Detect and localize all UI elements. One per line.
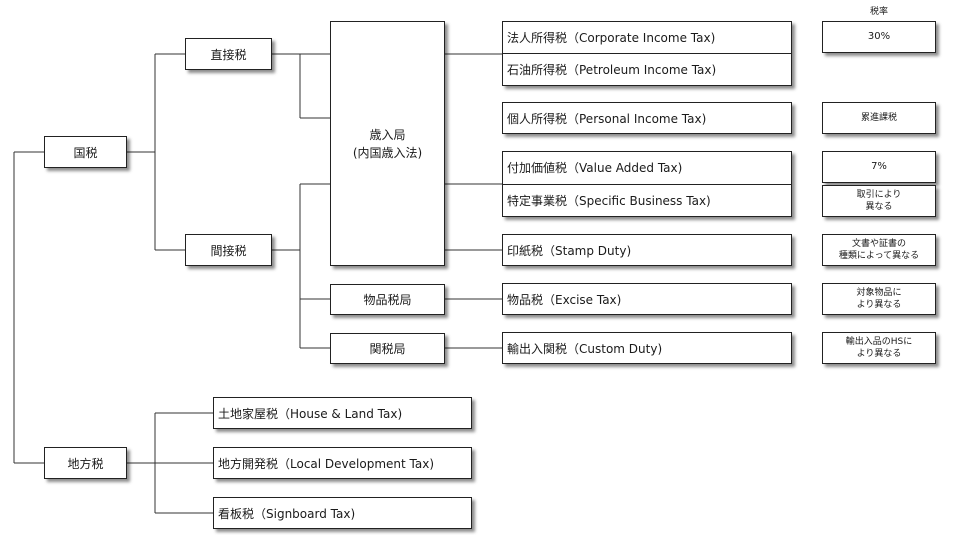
corporate-income-tax-label: 法人所得税（Corporate Income Tax) bbox=[507, 30, 716, 45]
national-tax-box: 国税 bbox=[44, 136, 127, 168]
rate-customs-value: 輸出入品のHSに より異なる bbox=[845, 336, 913, 359]
customs-department-box: 関税局 bbox=[330, 333, 445, 364]
personal-income-tax-item: 個人所得税（Personal Income Tax) bbox=[502, 102, 792, 134]
rate-header: 税率 bbox=[869, 7, 888, 17]
revenue-department-name: 歳入局 bbox=[369, 127, 406, 142]
petroleum-income-tax-label: 石油所得税（Petroleum Income Tax) bbox=[507, 62, 717, 77]
local-development-tax-label: 地方開発税（Local Development Tax) bbox=[218, 456, 434, 471]
rate-stamp-value: 文書や証書の 種類によって異なる bbox=[838, 238, 920, 261]
excise-department-label: 物品税局 bbox=[363, 293, 412, 307]
direct-tax-label: 直接税 bbox=[210, 47, 247, 62]
stamp-duty-label: 印紙税（Stamp Duty) bbox=[507, 243, 632, 258]
rate-corporate: 30% bbox=[822, 21, 936, 53]
local-tax-box: 地方税 bbox=[44, 447, 127, 479]
vat-item: 付加価値税（Value Added Tax) bbox=[503, 152, 791, 185]
local-development-tax-item: 地方開発税（Local Development Tax) bbox=[213, 447, 472, 479]
rate-stamp: 文書や証書の 種類によって異なる bbox=[822, 234, 936, 266]
house-land-tax-label: 土地家屋税（House & Land Tax) bbox=[218, 406, 403, 421]
excise-tax-item: 物品税（Excise Tax) bbox=[502, 283, 792, 315]
indirect-tax-box: 間接税 bbox=[185, 234, 272, 266]
excise-tax-label: 物品税（Excise Tax) bbox=[507, 292, 622, 307]
corporate-income-tax-item: 法人所得税（Corporate Income Tax) bbox=[503, 22, 791, 54]
national-tax-label: 国税 bbox=[73, 145, 98, 160]
excise-department-box: 物品税局 bbox=[330, 284, 445, 315]
rate-personal-value: 累進課税 bbox=[860, 112, 897, 123]
rate-corporate-value: 30% bbox=[867, 31, 891, 43]
vat-label: 付加価値税（Value Added Tax) bbox=[507, 161, 683, 176]
custom-duty-item: 輸出入関税（Custom Duty) bbox=[502, 332, 792, 364]
petroleum-income-tax-item: 石油所得税（Petroleum Income Tax) bbox=[503, 54, 791, 85]
business-tax-group: 付加価値税（Value Added Tax) 特定事業税（Specific Bu… bbox=[502, 151, 792, 217]
rate-specific-business-value: 取引により 異なる bbox=[856, 189, 902, 212]
specific-business-tax-label: 特定事業税（Specific Business Tax) bbox=[507, 193, 711, 208]
specific-business-tax-item: 特定事業税（Specific Business Tax) bbox=[503, 185, 791, 217]
signboard-tax-item: 看板税（Signboard Tax) bbox=[213, 497, 472, 529]
revenue-department-box: 歳入局 (内国歳入法) bbox=[330, 21, 445, 266]
rate-customs: 輸出入品のHSに より異なる bbox=[822, 332, 936, 364]
rate-vat-value: 7% bbox=[871, 161, 887, 173]
custom-duty-label: 輸出入関税（Custom Duty) bbox=[507, 341, 663, 356]
revenue-code-label: (内国歳入法) bbox=[352, 145, 423, 160]
local-tax-label: 地方税 bbox=[67, 456, 104, 471]
income-tax-group: 法人所得税（Corporate Income Tax) 石油所得税（Petrol… bbox=[502, 21, 792, 86]
signboard-tax-label: 看板税（Signboard Tax) bbox=[218, 506, 356, 521]
direct-tax-box: 直接税 bbox=[185, 38, 272, 70]
rate-excise: 対象物品に より異なる bbox=[822, 283, 936, 315]
house-land-tax-item: 土地家屋税（House & Land Tax) bbox=[213, 397, 472, 429]
rate-specific-business: 取引により 異なる bbox=[822, 185, 936, 217]
rate-personal: 累進課税 bbox=[822, 102, 936, 134]
rate-excise-value: 対象物品に より異なる bbox=[856, 287, 902, 310]
indirect-tax-label: 間接税 bbox=[210, 243, 247, 258]
stamp-duty-item: 印紙税（Stamp Duty) bbox=[502, 234, 792, 266]
customs-department-label: 関税局 bbox=[369, 342, 406, 356]
rate-vat: 7% bbox=[822, 151, 936, 183]
personal-income-tax-label: 個人所得税（Personal Income Tax) bbox=[507, 111, 707, 126]
